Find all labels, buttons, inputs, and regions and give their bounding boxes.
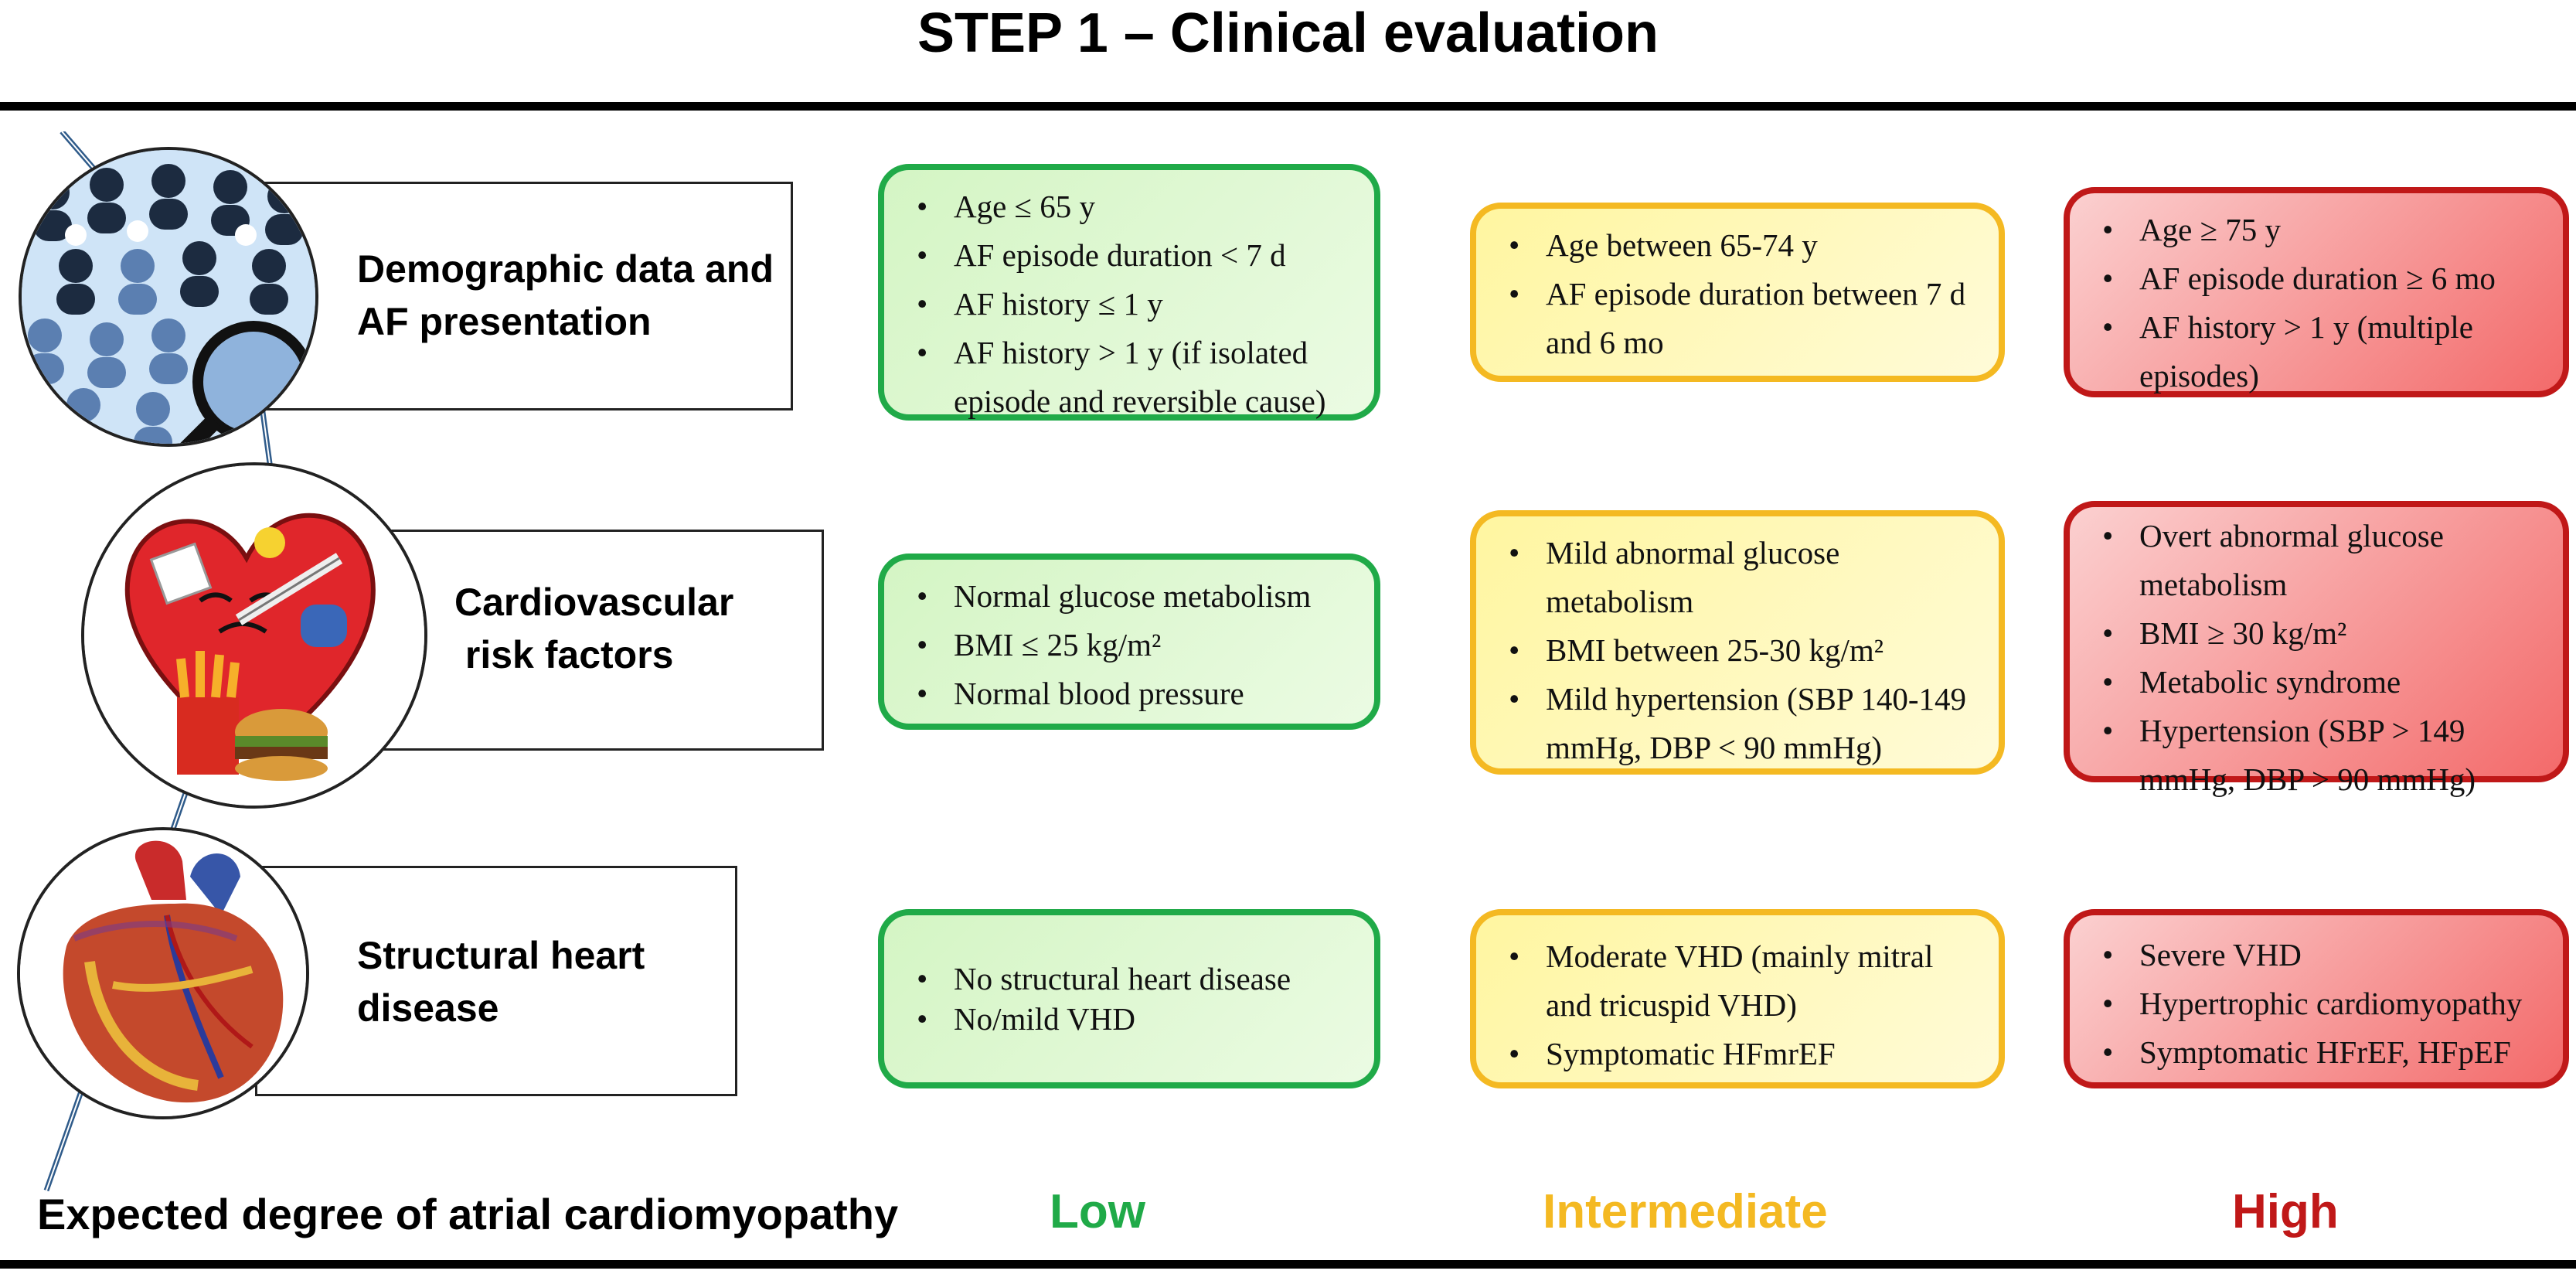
card-demographic-intermediate: Age between 65-74 y AF episode duration …	[1470, 203, 2005, 382]
list-item: Normal glucose metabolism	[917, 572, 1359, 621]
list-item: Age ≤ 65 y	[917, 182, 1359, 231]
card-demographic-low: Age ≤ 65 y AF episode duration < 7 d AF …	[878, 164, 1380, 421]
crowd-magnifier-icon	[19, 147, 318, 447]
sick-heart-junk-food-icon	[81, 462, 427, 809]
list-item: Symptomatic HFrEF, HFpEF	[2102, 1028, 2547, 1077]
card-cardiovascular-high: Overt abnormal glucose metabolism BMI ≥ …	[2064, 501, 2569, 797]
level-low-label: Low	[1050, 1185, 1145, 1238]
row-label-line: Cardiovascular	[454, 581, 734, 624]
list-item: Hypertension (SBP > 149 mmHg, DBP > 90 m…	[2102, 707, 2547, 804]
card-cardiovascular-intermediate: Mild abnormal glucose metabolism BMI bet…	[1470, 510, 2005, 775]
list-item: AF episode duration between 7 d and 6 mo	[1509, 270, 1983, 367]
row-label-line: risk factors	[454, 633, 674, 676]
list-item: No/mild VHD	[917, 999, 1359, 1039]
list-item: BMI between 25-30 kg/m²	[1509, 626, 1983, 675]
list-item: Mild abnormal glucose metabolism	[1509, 529, 1983, 626]
list-item: AF episode duration ≥ 6 mo	[2102, 254, 2547, 303]
list-item: Metabolic syndrome	[2102, 658, 2547, 707]
list-item: AF history ≤ 1 y	[917, 280, 1359, 329]
card-structural-intermediate: Moderate VHD (mainly mitral and tricuspi…	[1470, 909, 2005, 1088]
row-label-line: Structural heart	[357, 934, 645, 977]
list-item: Hypertrophic cardiomyopathy	[2102, 979, 2547, 1028]
row-label-box-demographic	[232, 182, 793, 410]
row-label-demographic: Demographic data and AF presentation	[357, 243, 774, 348]
list-item: AF history > 1 y (multiple episodes)	[2102, 303, 2547, 400]
list-item: Severe VHD	[2102, 931, 2547, 979]
list-item: Age between 65-74 y	[1509, 221, 1983, 270]
card-structural-high: Severe VHD Hypertrophic cardiomyopathy S…	[2064, 909, 2569, 1088]
list-item: Overt abnormal glucose metabolism	[2102, 512, 2547, 609]
card-structural-low: No structural heart disease No/mild VHD	[878, 909, 1380, 1088]
expected-degree-label: Expected degree of atrial cardiomyopathy	[37, 1190, 899, 1238]
row-label-line: disease	[357, 986, 499, 1030]
list-item: Mild hypertension (SBP 140-149 mmHg, DBP…	[1509, 675, 1983, 772]
list-item: AF history > 1 y (if isolated episode an…	[917, 329, 1359, 426]
list-item: BMI ≤ 25 kg/m²	[917, 621, 1359, 669]
list-item: No structural heart disease	[917, 959, 1359, 999]
card-cardiovascular-low: Normal glucose metabolism BMI ≤ 25 kg/m²…	[878, 554, 1380, 730]
level-intermediate-label: Intermediate	[1543, 1185, 1828, 1238]
card-demographic-high: Age ≥ 75 y AF episode duration ≥ 6 mo AF…	[2064, 187, 2569, 397]
row-label-box-structural	[255, 866, 737, 1096]
list-item: Normal blood pressure	[917, 669, 1359, 718]
bottom-rule	[0, 1260, 2576, 1269]
anatomical-heart-icon	[17, 827, 309, 1119]
list-item: AF episode duration < 7 d	[917, 231, 1359, 280]
list-item: Moderate VHD (mainly mitral and tricuspi…	[1509, 932, 1983, 1030]
page-title: STEP 1 – Clinical evaluation	[917, 2, 1659, 64]
row-label-structural: Structural heart disease	[357, 929, 645, 1034]
top-rule	[0, 102, 2576, 111]
list-item: Age ≥ 75 y	[2102, 206, 2547, 254]
level-high-label: High	[2232, 1185, 2339, 1238]
row-label-cardiovascular: Cardiovascular risk factors	[454, 576, 733, 681]
row-label-line: AF presentation	[357, 300, 652, 343]
row-label-line: Demographic data and	[357, 247, 774, 291]
list-item: BMI ≥ 30 kg/m²	[2102, 609, 2547, 658]
list-item: Symptomatic HFmrEF	[1509, 1030, 1983, 1078]
